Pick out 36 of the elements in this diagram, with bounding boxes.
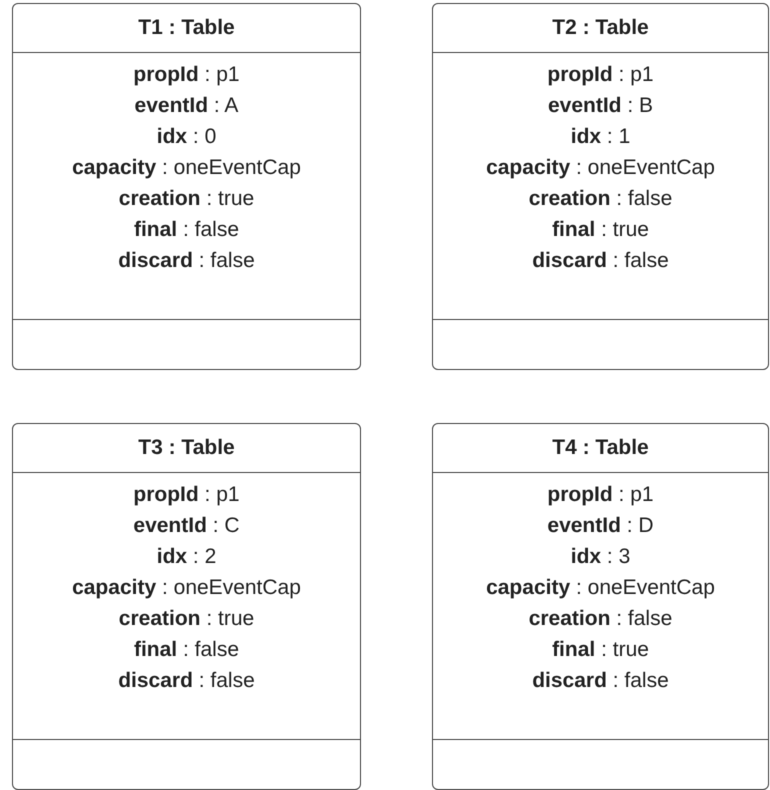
attribute-text: capacity : oneEventCap [71, 575, 302, 601]
attribute-text: propId : p1 [132, 482, 241, 508]
class-box [12, 423, 361, 790]
attribute-text: eventId : A [134, 93, 240, 119]
class-box [432, 3, 769, 370]
attribute-text: capacity : oneEventCap [71, 155, 302, 181]
attribute-text: final : true [551, 637, 650, 663]
attribute-text: final : false [132, 217, 240, 243]
attribute-text: capacity : oneEventCap [485, 155, 716, 181]
attribute-text: creation : false [528, 606, 674, 632]
attribute-text: idx : 1 [570, 124, 632, 150]
attribute-text: propId : p1 [546, 482, 655, 508]
attribute-text: eventId : B [546, 93, 654, 119]
attribute-text: idx : 2 [156, 544, 218, 570]
attribute-text: discard : false [117, 248, 256, 274]
attribute-text: final : false [132, 637, 240, 663]
class-name: T3 : Table [13, 424, 360, 473]
attribute-text: propId : p1 [132, 62, 241, 88]
attribute-text: discard : false [117, 668, 256, 694]
class-box [12, 3, 361, 370]
attribute-text: discard : false [531, 248, 670, 274]
attribute-text: discard : false [531, 668, 670, 694]
attribute-text: creation : true [118, 606, 256, 632]
class-name: T2 : Table [433, 4, 768, 53]
attribute-text: final : true [551, 217, 650, 243]
attribute-text: capacity : oneEventCap [485, 575, 716, 601]
attribute-text: propId : p1 [546, 62, 655, 88]
attribute-text: eventId : D [546, 513, 655, 539]
attribute-text: idx : 0 [156, 124, 218, 150]
attribute-text: creation : true [118, 186, 256, 212]
class-name: T4 : Table [433, 424, 768, 473]
attribute-text: eventId : C [132, 513, 241, 539]
attribute-text: creation : false [528, 186, 674, 212]
class-box [432, 423, 769, 790]
class-name: T1 : Table [13, 4, 360, 53]
attribute-text: idx : 3 [570, 544, 632, 570]
